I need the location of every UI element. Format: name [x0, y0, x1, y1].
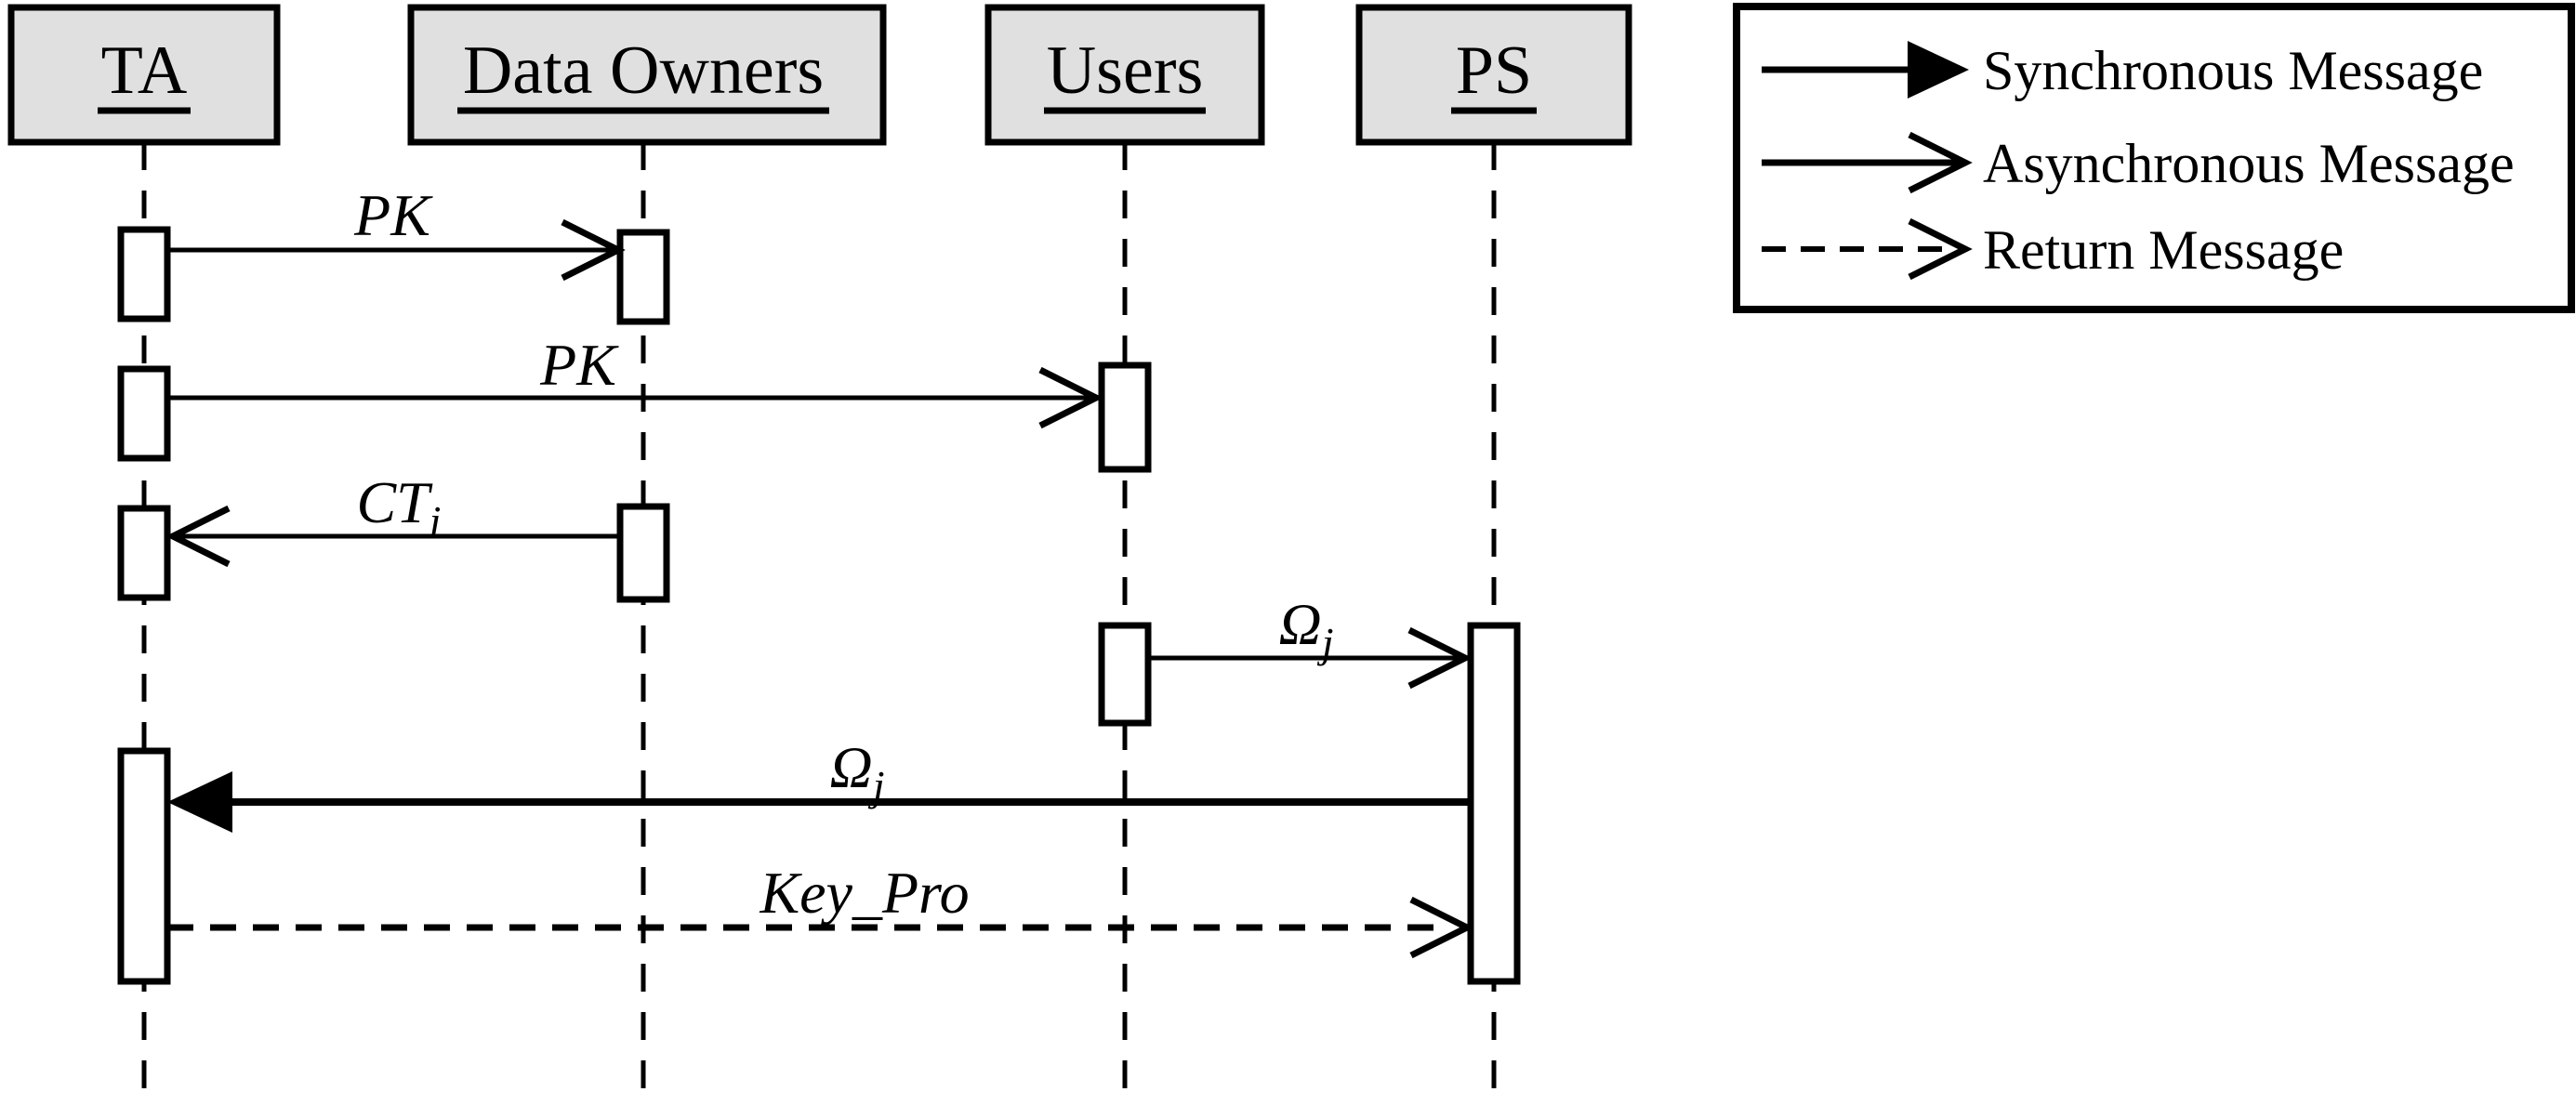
legend-box — [1733, 3, 2575, 313]
open-arrowhead-icon — [165, 505, 231, 568]
legend-item-synchronous: Synchronous Message — [1762, 40, 2483, 101]
activation-data-owners-1 — [616, 229, 670, 325]
filled-arrowhead-icon — [167, 771, 232, 833]
legend-item-return: Return Message — [1762, 217, 2344, 281]
message-label-omega-2: Ωj — [829, 734, 884, 809]
activation-users-2 — [1098, 622, 1152, 727]
message-label-main: Ω — [1278, 591, 1321, 657]
message-label-sub: j — [868, 762, 885, 809]
activation-users-1 — [1098, 362, 1152, 473]
actor-label-ps: PS — [1456, 33, 1532, 109]
legend-return-label: Return Message — [1983, 219, 2344, 281]
filled-arrowhead-icon — [1908, 41, 1969, 99]
open-arrowhead-icon — [1407, 626, 1473, 690]
message-label-sub: j — [1317, 619, 1334, 666]
actor-header-users: Users — [984, 4, 1265, 146]
open-arrowhead-icon — [1038, 366, 1103, 429]
message-label-pk-1: PK — [353, 182, 433, 248]
open-arrowhead-icon — [1908, 131, 1973, 194]
message-omega-to-ps: Ωj — [1148, 591, 1473, 690]
message-label-main: PK — [539, 332, 619, 398]
activation-ta-3 — [117, 505, 171, 601]
message-cti-to-ta: CTi — [165, 469, 620, 568]
open-arrowhead-icon — [1409, 896, 1474, 959]
actor-label-ta: TA — [101, 33, 188, 109]
message-pk-to-users: PK — [167, 332, 1103, 429]
actor-header-data-owners: Data Owners — [407, 4, 887, 146]
legend-sync-label: Synchronous Message — [1983, 40, 2483, 101]
activation-ta-1 — [117, 226, 171, 322]
legend-item-asynchronous: Asynchronous Message — [1762, 131, 2515, 194]
legend: Synchronous Message Asynchronous Message… — [1733, 3, 2575, 313]
message-pk-to-data-owners: PK — [167, 182, 626, 282]
activation-ps-1 — [1467, 622, 1521, 985]
message-label-cti: CTi — [356, 469, 441, 545]
activation-ta-4 — [117, 747, 171, 985]
legend-async-label: Asynchronous Message — [1983, 133, 2515, 194]
open-arrowhead-icon — [1908, 217, 1973, 281]
message-label-main: PK — [353, 182, 433, 248]
message-label-sub: i — [429, 497, 442, 545]
open-arrowhead-icon — [561, 218, 626, 282]
message-label-omega-1: Ωj — [1278, 591, 1333, 666]
actor-box-ta — [7, 4, 281, 146]
activation-ta-2 — [117, 365, 171, 462]
message-label-main: CT — [356, 469, 433, 535]
message-label-pk-2: PK — [539, 332, 619, 398]
actor-label-users: Users — [1047, 33, 1204, 109]
message-omega-to-ta: Ωj — [167, 734, 1471, 833]
message-keypro-to-ps: Key_Pro — [167, 860, 1474, 959]
actor-box-users — [984, 4, 1265, 146]
message-label-main: Ω — [829, 734, 872, 800]
message-label-main: Key_Pro — [759, 860, 969, 926]
actor-label-data-owners: Data Owners — [463, 33, 824, 109]
actor-box-data-owners — [407, 4, 887, 146]
actor-header-ps: PS — [1355, 4, 1632, 146]
activation-data-owners-2 — [616, 503, 670, 603]
message-label-keypro: Key_Pro — [759, 860, 969, 926]
actor-box-ps — [1355, 4, 1632, 146]
actor-header-ta: TA — [7, 4, 281, 146]
